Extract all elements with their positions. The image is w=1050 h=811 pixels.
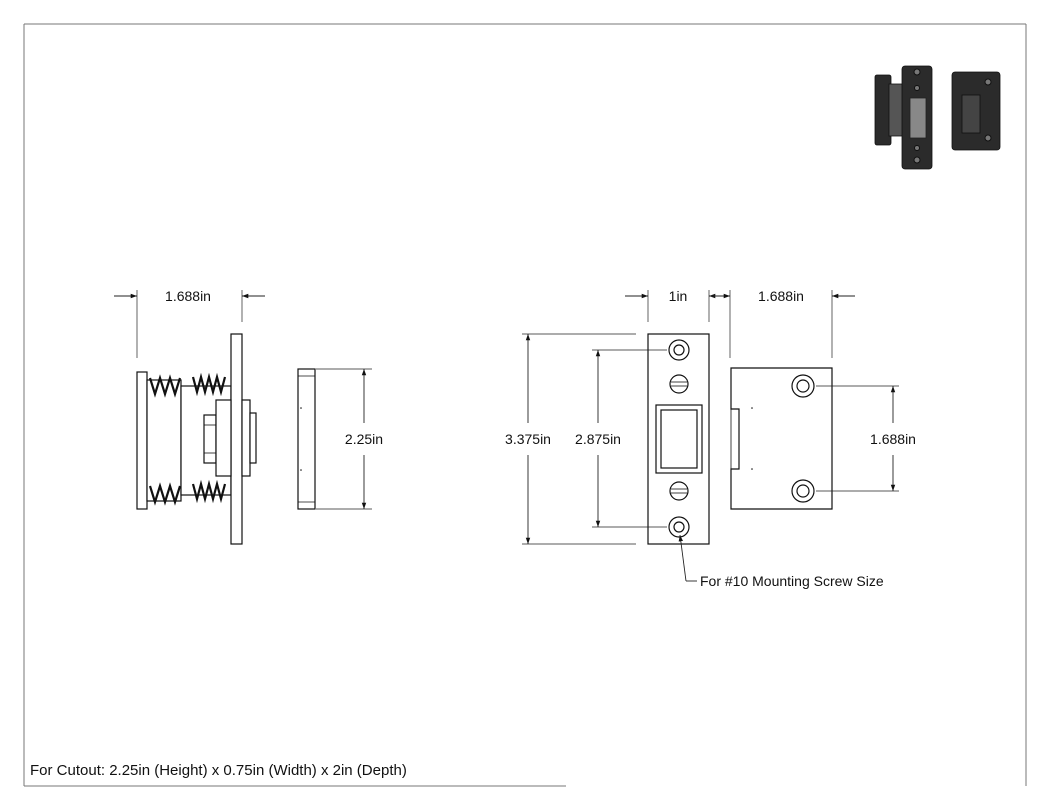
strike-hole-spacing-label: 1.688in	[870, 431, 916, 447]
mounting-screw-callout: For #10 Mounting Screw Size	[678, 534, 884, 589]
mounting-screw-label: For #10 Mounting Screw Size	[700, 573, 884, 589]
side-view	[136, 333, 316, 545]
side-width-dimension: 1.688in	[114, 288, 265, 358]
side-width-label: 1.688in	[165, 288, 211, 304]
side-height-dimension: 2.25in	[316, 368, 383, 510]
strike-width-dimension: 1.688in	[710, 288, 855, 358]
sheet-border	[23, 23, 1027, 787]
front-height-overall-label: 3.375in	[505, 431, 551, 447]
latch-and-strike-render-icon	[874, 65, 1001, 170]
front-height-overall-dimension: 3.375in	[505, 333, 636, 545]
front-width-label: 1in	[669, 288, 688, 304]
strike-front-view	[730, 367, 833, 510]
front-hole-spacing-label: 2.875in	[575, 431, 621, 447]
front-view	[647, 333, 710, 545]
front-hole-spacing-dimension: 2.875in	[575, 349, 667, 528]
cutout-note: For Cutout: 2.25in (Height) x 0.75in (Wi…	[30, 762, 407, 779]
strike-hole-spacing-dimension: 1.688in	[816, 385, 916, 492]
side-height-label: 2.25in	[345, 431, 383, 447]
strike-width-label: 1.688in	[758, 288, 804, 304]
front-width-dimension: 1in	[625, 288, 730, 322]
